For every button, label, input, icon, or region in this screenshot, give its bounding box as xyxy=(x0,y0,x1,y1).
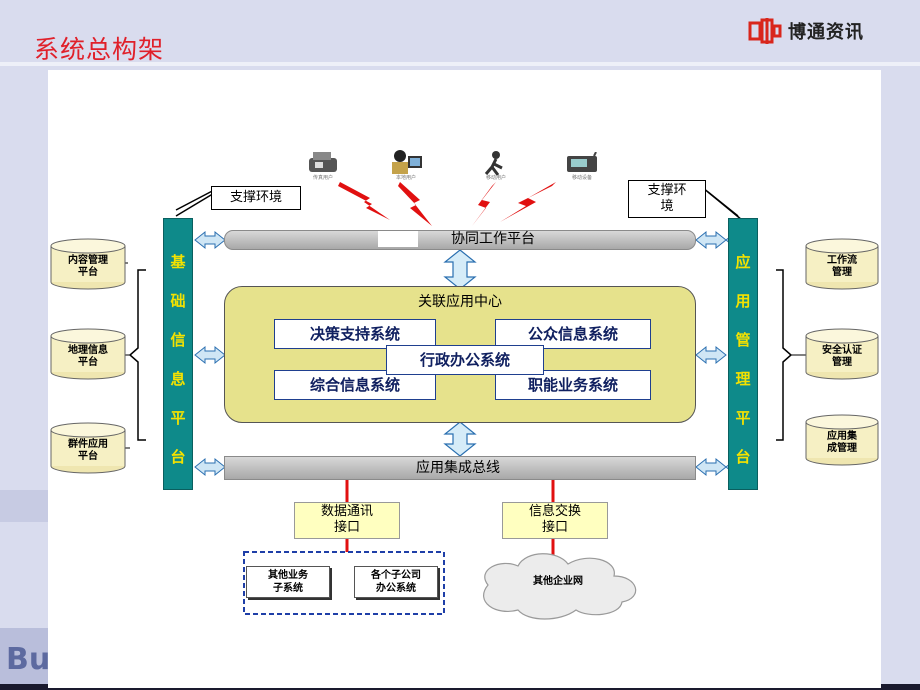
right-platform-3-line2: 成管理 xyxy=(827,443,857,454)
cloud-icon xyxy=(483,553,637,620)
left-pillar-char: 础 xyxy=(170,292,186,310)
other-business-subsystem-line2: 子系统 xyxy=(273,583,303,594)
diagram-canvas: 传真用户 本地用户 移动用户 移动设备 支撑环境 支撑环 境 内容管理 平台 地… xyxy=(48,70,881,688)
right-platform-1: 工作流 管理 xyxy=(803,238,881,290)
subsidiary-office-system-line2: 办公系统 xyxy=(376,583,416,594)
support-env-left: 支撑环境 xyxy=(211,186,301,210)
base-info-platform-pillar: 基 础 信 息 平 台 xyxy=(163,218,193,490)
right-pillar-char: 台 xyxy=(735,448,751,466)
right-platform-2-line1: 安全认证 xyxy=(822,345,862,356)
info-exchange-interface-line1: 信息交换 xyxy=(528,504,581,519)
support-env-right-line1: 支撑环 xyxy=(647,183,687,198)
other-business-subsystem: 其他业务 子系统 xyxy=(246,566,330,598)
left-platform-2-line2: 平台 xyxy=(78,357,98,368)
mobile-device-icon xyxy=(564,151,600,178)
app-management-platform-pillar: 应 用 管 理 平 台 xyxy=(728,218,758,490)
title-divider xyxy=(0,62,920,66)
left-pillar-char: 息 xyxy=(170,370,186,388)
integrated-info-system: 综合信息系统 xyxy=(274,370,436,400)
left-pillar-char: 平 xyxy=(170,409,186,427)
right-pillar-char: 平 xyxy=(735,409,751,427)
public-info-system: 公众信息系统 xyxy=(495,319,651,349)
right-platform-2-line2: 管理 xyxy=(832,357,852,368)
right-platform-3-line1: 应用集 xyxy=(827,431,857,442)
left-pillar-char: 基 xyxy=(170,253,186,271)
left-platform-1-line2: 平台 xyxy=(78,267,98,278)
background-stripe xyxy=(0,628,48,690)
right-pillar-char: 应 xyxy=(735,253,751,271)
mobile-user-icon xyxy=(480,150,510,180)
administrative-office-system: 行政办公系统 xyxy=(386,345,544,375)
support-env-right: 支撑环 境 xyxy=(628,180,706,218)
left-platform-3: 群件应用 平台 xyxy=(48,422,128,474)
right-platform-3: 应用集 成管理 xyxy=(803,414,881,466)
brand-name: 博通资讯 xyxy=(788,22,864,43)
functional-business-system: 职能业务系统 xyxy=(495,370,651,400)
subsidiary-office-system: 各个子公司 办公系统 xyxy=(354,566,438,598)
mobile-device-label: 移动设备 xyxy=(571,175,592,181)
data-comm-interface: 数据通讯 接口 xyxy=(294,502,400,539)
left-platform-2: 地理信息 平台 xyxy=(48,328,128,380)
left-pillar-char: 台 xyxy=(170,448,186,466)
left-platform-3-line2: 平台 xyxy=(78,451,98,462)
brand-mark-icon xyxy=(748,18,782,44)
background-stripe xyxy=(0,490,48,522)
wireless-signal-icon xyxy=(500,182,556,222)
fax-user-label: 传真用户 xyxy=(312,175,333,181)
wireless-signal-icon xyxy=(398,182,432,226)
right-pillar-char: 理 xyxy=(735,370,751,388)
diagram-connectors xyxy=(98,182,806,620)
right-platform-1-line1: 工作流 xyxy=(827,255,857,266)
support-env-right-line2: 境 xyxy=(660,199,674,214)
left-platform-2-line1: 地理信息 xyxy=(68,345,108,356)
fax-phone-icon xyxy=(303,150,343,182)
wireless-signal-icon xyxy=(338,182,390,220)
other-business-subsystem-line1: 其他业务 xyxy=(268,570,308,581)
other-enterprise-network-label: 其他企业网 xyxy=(533,576,583,587)
collaboration-bar-highlight xyxy=(378,231,418,247)
mobile-user-label: 移动用户 xyxy=(485,175,506,181)
right-pillar-char: 用 xyxy=(735,292,751,310)
info-exchange-interface-line2: 接口 xyxy=(541,520,568,535)
integration-bus-bar xyxy=(224,456,696,480)
collaboration-platform-bar xyxy=(224,230,696,250)
wireless-signal-icon xyxy=(472,182,496,226)
desktop-user-label: 本地用户 xyxy=(395,175,416,181)
desktop-user-icon xyxy=(386,148,426,180)
data-comm-interface-line2: 接口 xyxy=(333,520,360,535)
background-watermark: Bu xyxy=(6,642,51,677)
data-comm-interface-line1: 数据通讯 xyxy=(320,504,373,519)
left-platform-1: 内容管理 平台 xyxy=(48,238,128,290)
info-exchange-interface: 信息交换 接口 xyxy=(502,502,608,539)
brand-logo: 博通资讯 xyxy=(748,18,864,44)
left-platform-1-line1: 内容管理 xyxy=(68,255,108,266)
left-pillar-char: 信 xyxy=(170,331,186,349)
subsidiary-office-system-line1: 各个子公司 xyxy=(371,570,421,581)
integration-bus-label: 应用集成总线 xyxy=(416,460,500,476)
slide-title: 系统总构架 xyxy=(34,35,165,64)
decision-support-system: 决策支持系统 xyxy=(274,319,436,349)
right-pillar-char: 管 xyxy=(735,331,751,349)
right-platform-1-line2: 管理 xyxy=(832,267,852,278)
left-platform-3-line1: 群件应用 xyxy=(68,439,108,450)
collaboration-platform-label: 协同工作平台 xyxy=(451,231,535,247)
application-center-title: 关联应用中心 xyxy=(418,294,502,310)
right-platform-2: 安全认证 管理 xyxy=(803,328,881,380)
